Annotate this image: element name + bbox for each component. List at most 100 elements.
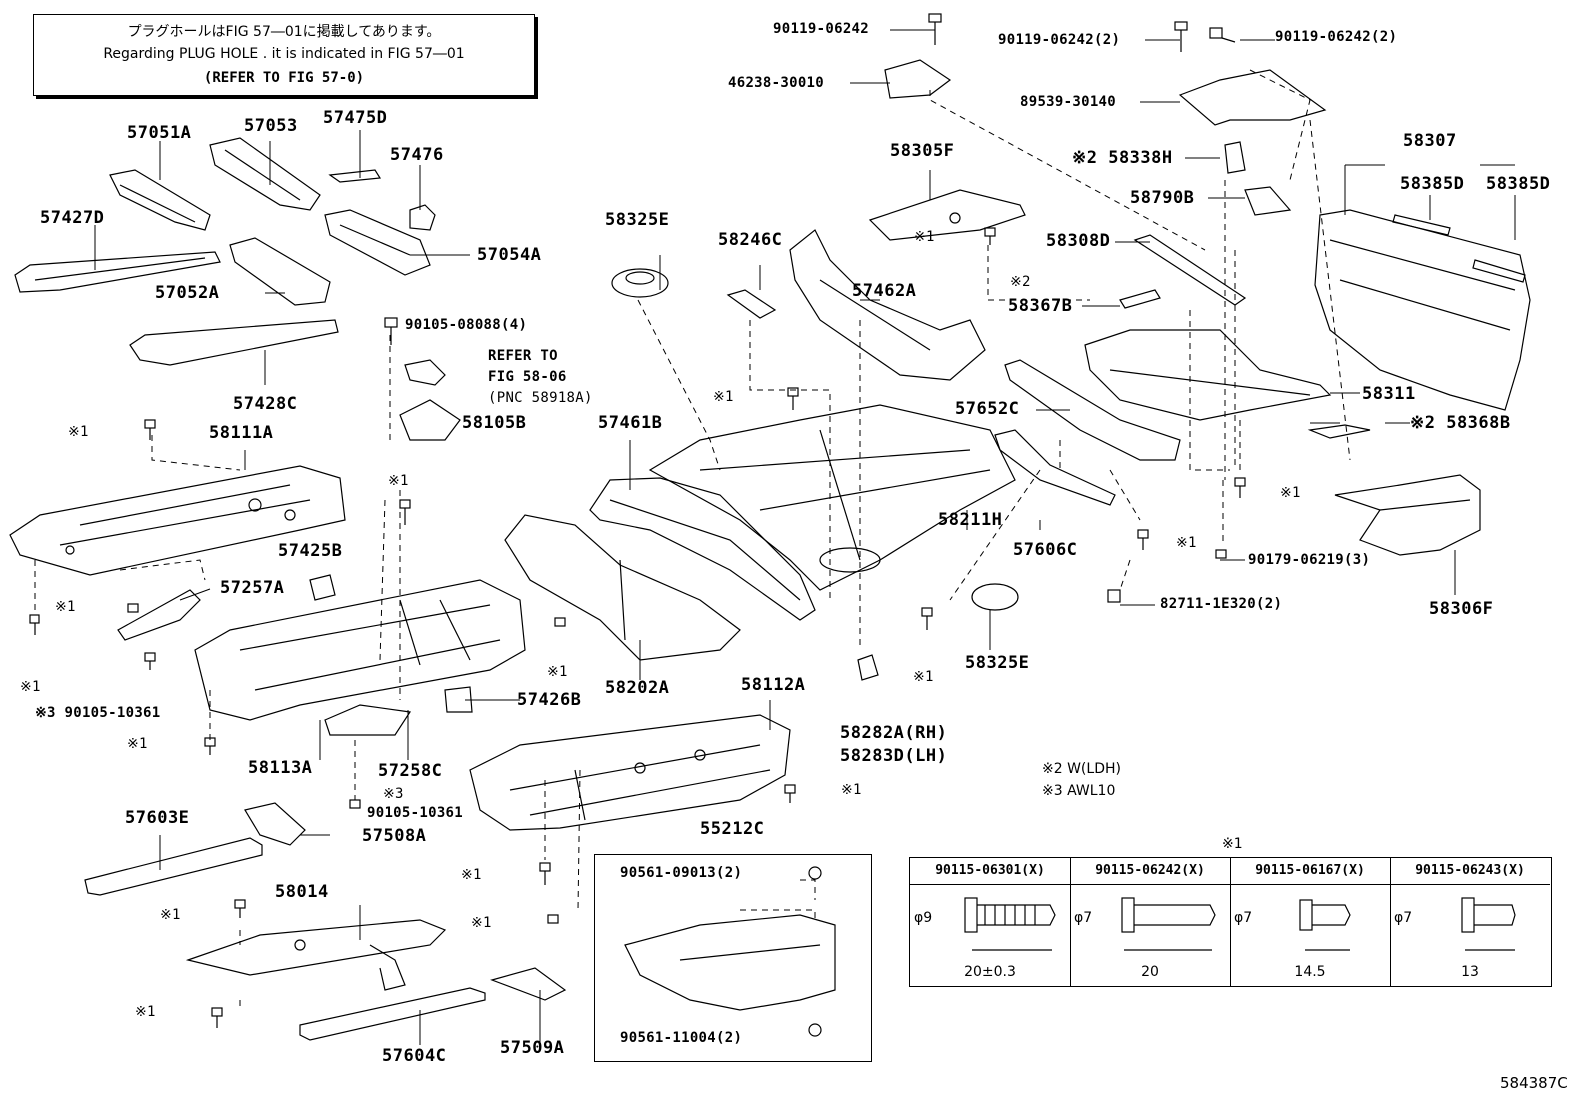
mark-1: ※1 [55,599,76,615]
note-line-jp: プラグホールはFIG 57―01に掲載してあります。 [127,24,441,40]
label-58306F: 58306F [1429,599,1494,619]
part-57425B [309,574,336,601]
inset-55212C [594,854,872,1062]
spec-length: 13 [1461,964,1479,980]
part-57604C [299,987,486,1041]
part-57462A [789,229,986,381]
label-57257A: 57257A [220,578,285,598]
label-90105-08088: 90105-08088(4) [405,317,528,333]
part-57475D [328,169,382,183]
part-58307 [1314,209,1531,411]
part-57258C [324,704,412,736]
label-58307: 58307 [1403,131,1457,151]
label-58308D: 58308D [1046,231,1111,251]
spec-table-mark: ※1 [1222,836,1243,852]
part-57508A [244,802,306,846]
note-line-en: Regarding PLUG HOLE . it is indicated in… [103,46,465,62]
mark-1: ※1 [1280,485,1301,501]
label-58325E-top: 58325E [605,210,670,230]
mark-1: ※1 [461,867,482,883]
drawing-number: 584387C [1500,1074,1568,1092]
label-58338H: ※2 58338H [1072,148,1173,168]
spec-col: 90115-06167(X) φ7 14.5 [1230,858,1391,986]
spec-part-number: 90115-06242(X) [1070,858,1230,885]
label-58305F: 58305F [890,141,955,161]
part-57461B [589,477,816,621]
mark-1: ※1 [471,915,492,931]
part-57051A [109,169,211,231]
part-57257A [117,589,201,641]
part-89539-30140 [1178,69,1327,126]
spec-diameter: φ7 [1234,910,1253,926]
mark-1: ※1 [547,664,568,680]
label-fig-58-06: FIG 58-06 [488,369,567,385]
label-90561-09013: 90561-09013(2) [620,865,743,881]
part-57606C [994,429,1116,506]
label-58112A: 58112A [741,675,806,695]
part-57054A [324,209,431,276]
label-57054A: 57054A [477,245,542,265]
part-58325E-top [611,268,669,298]
label-57051A: 57051A [127,123,192,143]
label-90119-06242-top: 90119-06242 [773,21,870,37]
spec-diameter: φ9 [914,910,933,926]
part-58113A [194,579,526,721]
part-55212C [624,866,836,1037]
part-58202A [504,514,741,661]
label-58211H: 58211H [938,510,1003,530]
label-58105B: 58105B [462,413,527,433]
label-57652C: 57652C [955,399,1020,419]
label-90561-11004: 90561-11004(2) [620,1030,743,1046]
label-58202A: 58202A [605,678,670,698]
label-57509A: 57509A [500,1038,565,1058]
fasteners [29,13,1246,1028]
label-58325E-bot: 58325E [965,653,1030,673]
part-58211H [648,404,1016,591]
label-57427D: 57427D [40,208,105,228]
part-58367B [1119,289,1161,309]
mark-1: ※1 [914,229,935,245]
label-58368B: ※2 58368B [1410,413,1511,433]
part-57603E [84,837,263,896]
part-58338H [1224,141,1246,174]
label-57604C: 57604C [382,1046,447,1066]
mark-1: ※1 [388,473,409,489]
part-57427D [14,251,221,293]
part-58368B [1307,424,1371,439]
mark-1: ※1 [841,782,862,798]
bolt-spec-table: 90115-06301(X) φ9 20±0.3 90115-06242(X) … [909,857,1552,987]
label-refer-to: REFER TO [488,348,558,364]
spec-length: 14.5 [1294,964,1326,980]
label-57462A: 57462A [852,281,917,301]
spec-diameter: φ7 [1394,910,1413,926]
spec-length: 20±0.3 [964,964,1016,980]
part-57476 [409,204,436,231]
label-57053: 57053 [244,116,298,136]
label-58367B-mark: ※2 [1010,274,1031,290]
label-46238-30010: 46238-30010 [728,75,825,91]
part-58111A [9,465,346,576]
label-55212C: 55212C [700,819,765,839]
part-57426B [444,686,473,713]
label-58790B: 58790B [1130,188,1195,208]
label-57606C: 57606C [1013,540,1078,560]
part-57509A [490,967,567,1001]
part-57428C [129,319,339,366]
part-57053 [209,137,321,211]
label-57052A: 57052A [155,283,220,303]
label-57508A: 57508A [362,826,427,846]
label-57258C: 57258C [378,761,443,781]
label-58246C: 58246C [718,230,783,250]
mark-1: ※1 [1176,535,1197,551]
legend-awl10: ※3 AWL10 [1042,783,1116,799]
spec-length: 20 [1141,964,1159,980]
part-46238-30010 [884,59,952,99]
label-90119-06242-2b: 90119-06242(2) [1275,29,1398,45]
label-58367B: 58367B [1008,296,1073,316]
label-58113A: 58113A [248,758,313,778]
part-58385D-a [1392,214,1451,236]
label-57428C: 57428C [233,394,298,414]
part-58246C [726,289,777,319]
legend-w-ldh: ※2 W(LDH) [1042,761,1121,777]
part-58105B [399,359,461,441]
